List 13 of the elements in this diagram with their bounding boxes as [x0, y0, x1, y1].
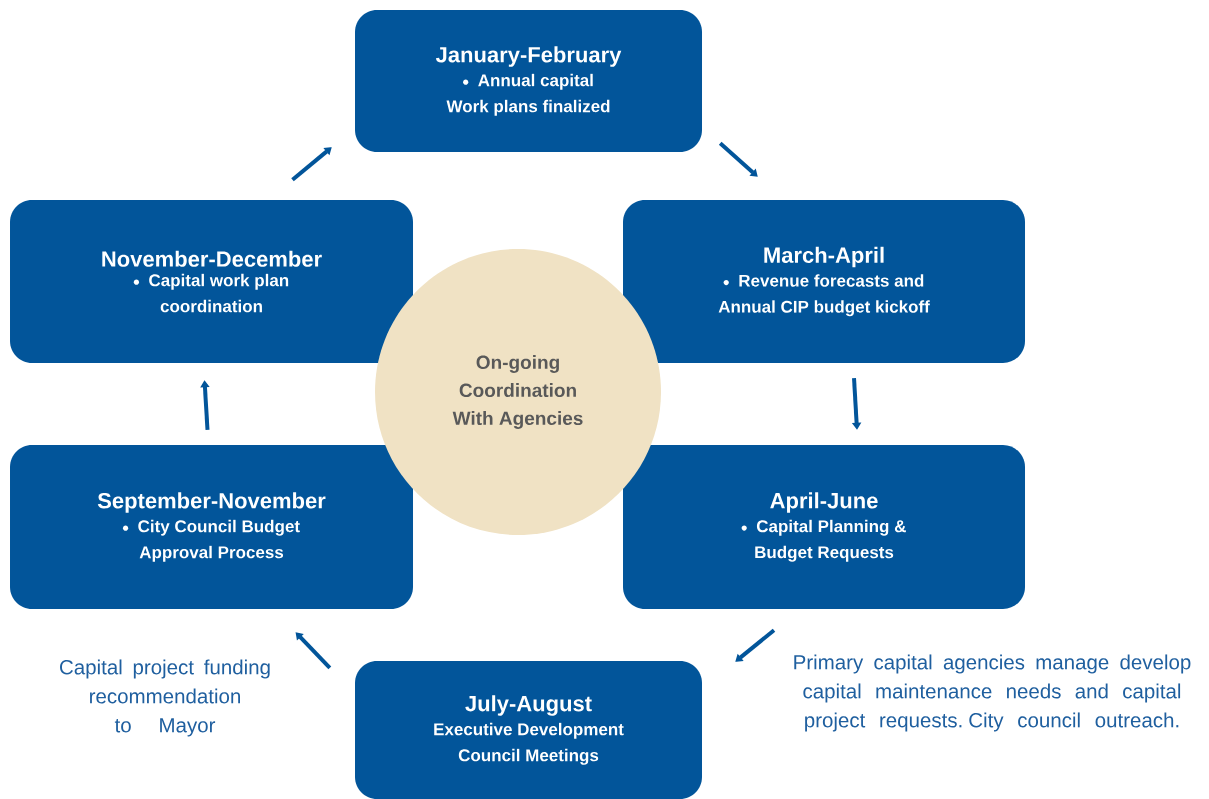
timeline-box: November-December Capital work plan coordination	[10, 200, 413, 363]
timeline-box: July-August Executive Development Council Meetings	[355, 661, 702, 799]
arrow	[718, 141, 758, 177]
note-text: Primary capital agencies manage develop capital maintenance needs and capital project requests. City council outreach.	[794, 654, 1191, 732]
arrow	[200, 380, 210, 430]
timeline-box: March-April Revenue forecasts and Annual CIP budget kickoff	[623, 200, 1025, 363]
arrow	[295, 632, 332, 670]
arrow	[291, 147, 332, 182]
note-text: Capital project funding recommendation to Mayor	[60, 659, 270, 737]
timeline-box: April-June Capital Planning & Budget Requests	[623, 445, 1025, 609]
timeline-box: September-November City Council Budget Approval Process	[10, 445, 413, 609]
timeline-box: January-February Annual capital Work plans finalized	[355, 10, 702, 152]
arrow	[735, 628, 776, 662]
